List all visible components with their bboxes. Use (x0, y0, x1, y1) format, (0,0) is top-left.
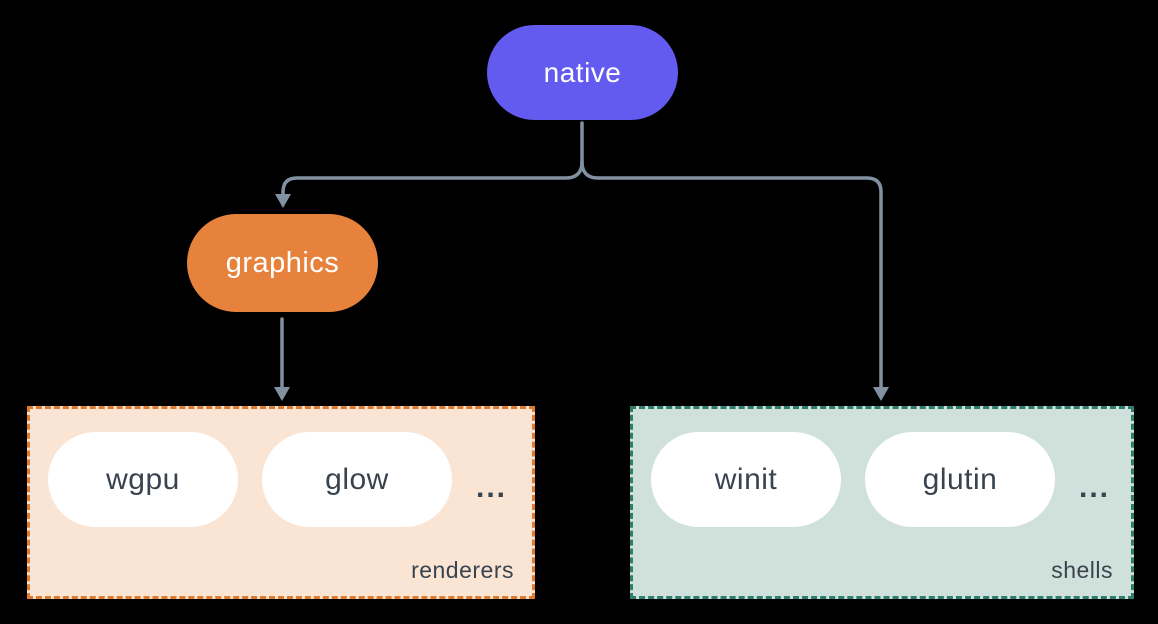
node-winit-label: winit (714, 462, 778, 496)
group-renderers-label: renderers (411, 557, 514, 583)
node-glow-label: glow (325, 462, 389, 496)
node-glutin: glutin (865, 432, 1055, 527)
node-native-label: native (543, 56, 622, 88)
arrowhead-graphics (275, 194, 291, 208)
node-wgpu-label: wgpu (106, 462, 180, 496)
group-shells-label: shells (1051, 557, 1113, 583)
node-glutin-label: glutin (922, 462, 998, 496)
node-winit: winit (651, 432, 841, 527)
renderers-pill-row: wgpu glow ... (48, 432, 507, 527)
group-shells: winit glutin ... shells (630, 406, 1134, 599)
edge-native-to-graphics (281, 160, 584, 196)
renderers-ellipsis: ... (476, 470, 508, 504)
group-renderers: wgpu glow ... renderers (27, 406, 535, 599)
node-native: native (487, 25, 678, 120)
node-graphics: graphics (187, 214, 378, 312)
shells-ellipsis: ... (1079, 470, 1111, 504)
node-glow: glow (262, 432, 452, 527)
node-graphics-label: graphics (225, 246, 340, 279)
shells-pill-row: winit glutin ... (651, 432, 1110, 527)
node-wgpu: wgpu (48, 432, 238, 527)
edge-native-to-shells (580, 160, 883, 390)
arrowhead-renderers (274, 387, 290, 401)
arrowhead-shells (873, 387, 889, 401)
